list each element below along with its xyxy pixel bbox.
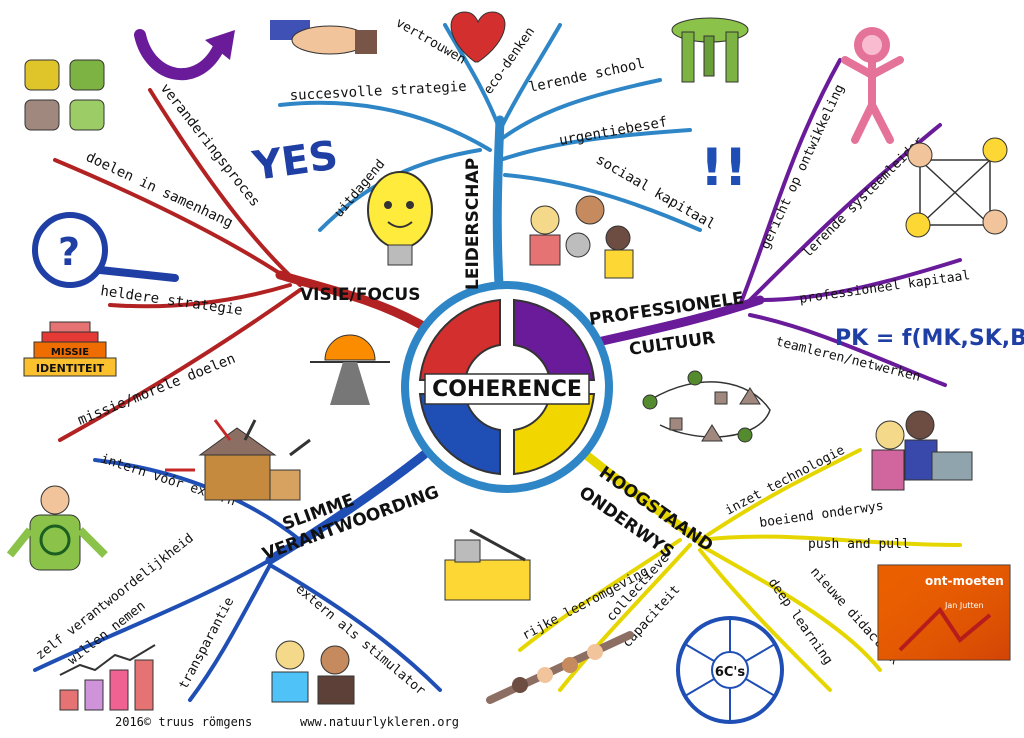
- leiderschap-item-succesvolle: succesvolle strategie: [289, 79, 467, 104]
- formula-doodle: PK = f(MK,SK,BK): [835, 326, 1024, 351]
- center-title: COHERENCE: [432, 377, 582, 402]
- bar-chart-icon: [59, 644, 156, 711]
- house-icon: [165, 419, 311, 501]
- yes-doodle: YES: [249, 133, 341, 191]
- leiderschap-item-urgentie: urgentiebesef: [558, 114, 669, 149]
- center-label-box: [424, 373, 590, 405]
- sunrise-icon: [310, 334, 390, 405]
- slimme-item-extern: extern als stimulator: [292, 582, 428, 699]
- puzzle-icon: [24, 59, 105, 131]
- book-cover-icon: ont-moeten Jan Jutten: [877, 564, 1011, 661]
- center-quadrant-red: [418, 298, 501, 381]
- exclamation-doodle: !!: [700, 138, 747, 198]
- hoogstaand-branches: [518, 445, 962, 692]
- book-author: Jan Jutten: [944, 601, 984, 610]
- spiral-figure-icon: [6, 485, 108, 571]
- laptop-users-icon: [871, 410, 973, 491]
- footer-url: www.natuurlykleren.org: [300, 715, 459, 729]
- six-cs-label: 6C's: [715, 665, 746, 680]
- book-title: ont-moeten: [925, 574, 1004, 588]
- arrow-icon: [134, 29, 235, 81]
- leiderschap-branches: [278, 23, 702, 305]
- leiderschap-item-lerende: lerende school: [528, 56, 647, 96]
- visie-branches: [53, 88, 435, 442]
- network-faces-icon: [905, 137, 1008, 238]
- two-people-icon: [271, 640, 355, 705]
- leiderschap-title: LEIDERSCHAP: [463, 158, 483, 290]
- center-node: COHERENCE: [401, 281, 613, 493]
- stool-icon: [671, 17, 749, 83]
- center-quadrant-blue: [418, 393, 501, 476]
- magnifier-icon: ?: [32, 212, 179, 288]
- svg-text:?: ?: [58, 230, 80, 274]
- visie-title: VISIE/FOCUS: [300, 285, 420, 305]
- heart-icon: [450, 11, 506, 63]
- handshake-icon: [270, 20, 377, 55]
- person-icon: [841, 27, 904, 144]
- pyramid-icon: MISSIE IDENTITEIT: [23, 321, 117, 377]
- center-quadrant-purple: [513, 298, 596, 381]
- pyramid-identiteit: IDENTITEIT: [36, 362, 105, 375]
- hoogstaand-item-push: push and pull: [808, 537, 910, 552]
- network-diagram-icon: [642, 370, 771, 443]
- footer-credit: 2016© truus römgens: [115, 715, 252, 729]
- pyramid-missie: MISSIE: [51, 347, 89, 358]
- center-quadrant-yellow: [513, 393, 596, 476]
- branch-lines: [33, 23, 962, 702]
- lightbulb-icon: [367, 171, 433, 266]
- toolbox-icon: [444, 528, 531, 601]
- people-group-icon: [529, 195, 634, 279]
- professionele-branches: [580, 58, 962, 387]
- six-cs-wheel-icon: 6C's: [676, 616, 784, 724]
- hands-icon: [486, 631, 634, 704]
- visie-item-strategie: heldere strategie: [99, 283, 243, 319]
- hoogstaand-item-boeiend: boeiend onderwys: [758, 499, 884, 531]
- professionele-item-kapitaal: professioneel kapitaal: [798, 268, 971, 307]
